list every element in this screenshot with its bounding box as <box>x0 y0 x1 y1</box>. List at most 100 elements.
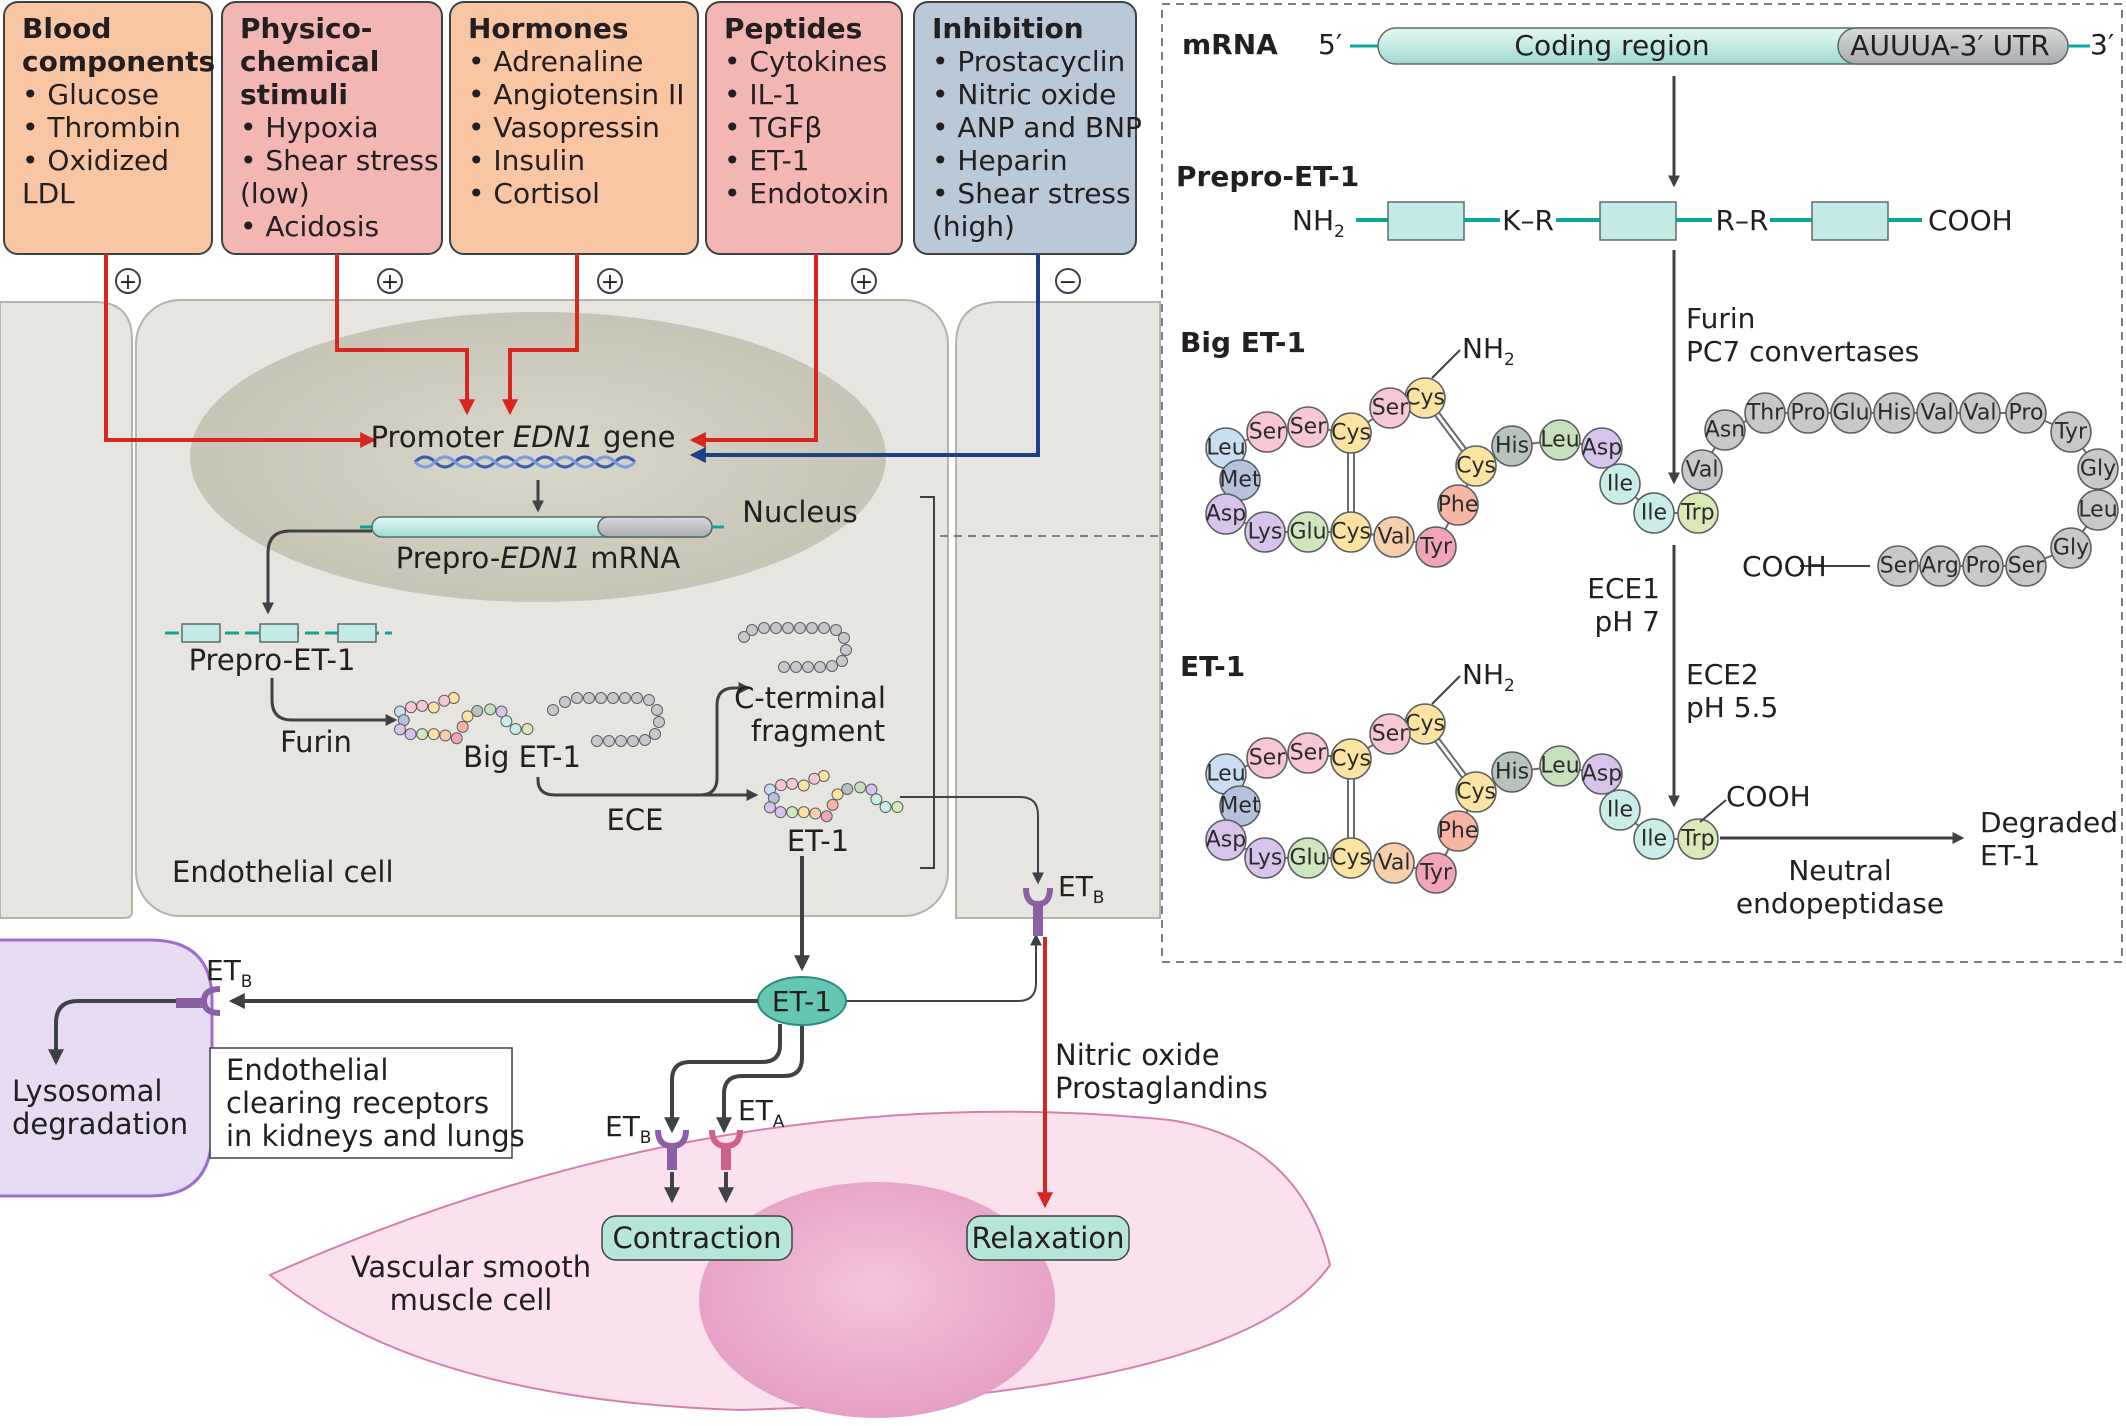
residue-label: Val <box>1686 458 1719 483</box>
cell-ece-label: ECE <box>607 803 664 837</box>
regulation-sign: − <box>1059 270 1077 295</box>
residue-13: Phe <box>1437 484 1479 526</box>
mini-tail-residue <box>631 692 643 704</box>
residue-15: His <box>1491 425 1533 467</box>
residue-20: Trp <box>1677 818 1719 860</box>
c-terminal-label-2: fragment <box>751 714 885 748</box>
mini-residue <box>484 703 497 716</box>
mini-tail-residue <box>615 735 627 747</box>
etb-label-endothelial: ETB <box>1058 870 1104 908</box>
panel-content: mRNA 5′ Coding region AUUUA-3′ UTR 3′ Pr… <box>1176 27 2119 920</box>
residue-label: Asp <box>1582 762 1622 787</box>
residue-8: Lys <box>1244 511 1286 553</box>
mini-residue <box>820 810 833 823</box>
promoter-label: Promoter EDN1 gene <box>371 420 676 454</box>
mini-residue <box>416 728 429 741</box>
residue-4: Ser <box>1246 737 1288 779</box>
stimulus-item: LDL <box>22 177 75 210</box>
arrow-translation <box>262 529 372 615</box>
cell-prepro-label: Prepro-ET-1 <box>189 643 356 677</box>
residue-tail-12: Gly <box>2050 527 2092 569</box>
kr-label: K–R <box>1502 204 1554 237</box>
plus-icon: + <box>377 268 403 295</box>
residue-label: Asp <box>1206 502 1246 527</box>
residue-label: Gly <box>2053 536 2089 561</box>
stimulus-item: • Cortisol <box>468 177 600 210</box>
residue-13: Phe <box>1437 810 1479 852</box>
mini-residue <box>831 788 844 801</box>
neighbour-cell-right <box>955 301 1161 919</box>
residue-10: Cys <box>1330 837 1372 879</box>
mini-tail-residue <box>653 716 665 728</box>
residue-3: Ser <box>1287 732 1329 774</box>
cytoplasm-processing: Prepro-ET-1 Furin Big ET-1 ECE C-termina… <box>165 496 935 889</box>
arrow-et1-to-etb-vsmc <box>664 1024 782 1134</box>
residue-tail-15: Arg <box>1919 545 1961 587</box>
et1-cooh-bond <box>1699 799 1727 823</box>
residue-10: Cys <box>1330 511 1372 553</box>
stimulus-item: • Acidosis <box>240 210 379 243</box>
panel-et1-title: ET-1 <box>1180 650 1245 683</box>
residue-label: His <box>1877 401 1911 426</box>
residue-16: Leu <box>1539 745 1581 787</box>
ece1-label-2: pH 7 <box>1594 605 1660 638</box>
residue-16: Leu <box>1539 419 1581 461</box>
prepro-nh2: NH2 <box>1292 204 1345 242</box>
residue-tail-3: Pro <box>1787 392 1829 434</box>
plus-icon: + <box>597 268 623 295</box>
lysosome-compartment <box>0 938 214 1198</box>
nucleus-label: Nucleus <box>742 495 857 529</box>
residue-12: Tyr <box>1415 852 1457 894</box>
lysosomal-label-2: degradation <box>12 1107 188 1141</box>
mini-residue <box>764 801 776 814</box>
residue-label: Tyr <box>2054 420 2088 445</box>
residue-8: Lys <box>1244 837 1286 879</box>
residue-5: Leu <box>1205 427 1247 469</box>
etb-receptor-vsmc <box>655 1129 689 1170</box>
mini-tail-residue <box>814 661 826 673</box>
stimulus-item: • Glucose <box>22 78 159 111</box>
mini-tail-residue <box>738 631 750 643</box>
etb-label-vsmc: ETB <box>605 1110 651 1148</box>
residue-tail-13: Ser <box>2005 545 2047 587</box>
panel-furin-1: Furin <box>1686 302 1755 335</box>
mini-residue <box>456 720 469 733</box>
residue-19: Ile <box>1633 818 1675 860</box>
mini-tail-residue <box>830 624 842 636</box>
residue-label: Cys <box>1456 780 1496 805</box>
panel-mrna-title: mRNA <box>1182 28 1278 61</box>
residue-14: Cys <box>1455 771 1497 813</box>
arrow-peptides <box>689 254 818 448</box>
arrow-et1-to-etb <box>900 796 1044 885</box>
mini-tail-residue <box>619 692 631 704</box>
stimulus-item: • IL-1 <box>724 78 801 111</box>
mini-tail-residue <box>782 622 794 634</box>
mini-c-terminal <box>738 622 852 673</box>
residue-label: Val <box>1921 401 1954 426</box>
contraction-box <box>601 1215 793 1261</box>
stimulus-item: (low) <box>240 177 310 210</box>
cell-et1-label: ET-1 <box>787 824 849 858</box>
mini-tail-residue <box>595 692 607 704</box>
mini-residue <box>865 783 878 796</box>
mini-residue <box>461 710 474 723</box>
mini-big-et1 <box>394 692 665 747</box>
arrow-et1-to-etb-lower <box>840 933 1042 1002</box>
stimulus-item: • Endotoxin <box>724 177 889 210</box>
regulation-sign: + <box>601 270 619 295</box>
residue-2: Cys <box>1330 738 1372 780</box>
regulation-sign: + <box>855 270 873 295</box>
residue-label: Cys <box>1331 747 1371 772</box>
mini-residue <box>854 781 867 794</box>
residue-label: Glu <box>1289 846 1326 871</box>
mini-residue <box>416 699 429 712</box>
residue-label: Cys <box>1331 846 1371 871</box>
stimulus-item: • Angiotensin II <box>468 78 684 111</box>
signalling: ET-1 ETB ETB ETB ETA <box>48 796 1104 1209</box>
stimulus-title: Inhibition <box>932 12 1084 45</box>
residue-18: Ile <box>1599 789 1641 831</box>
